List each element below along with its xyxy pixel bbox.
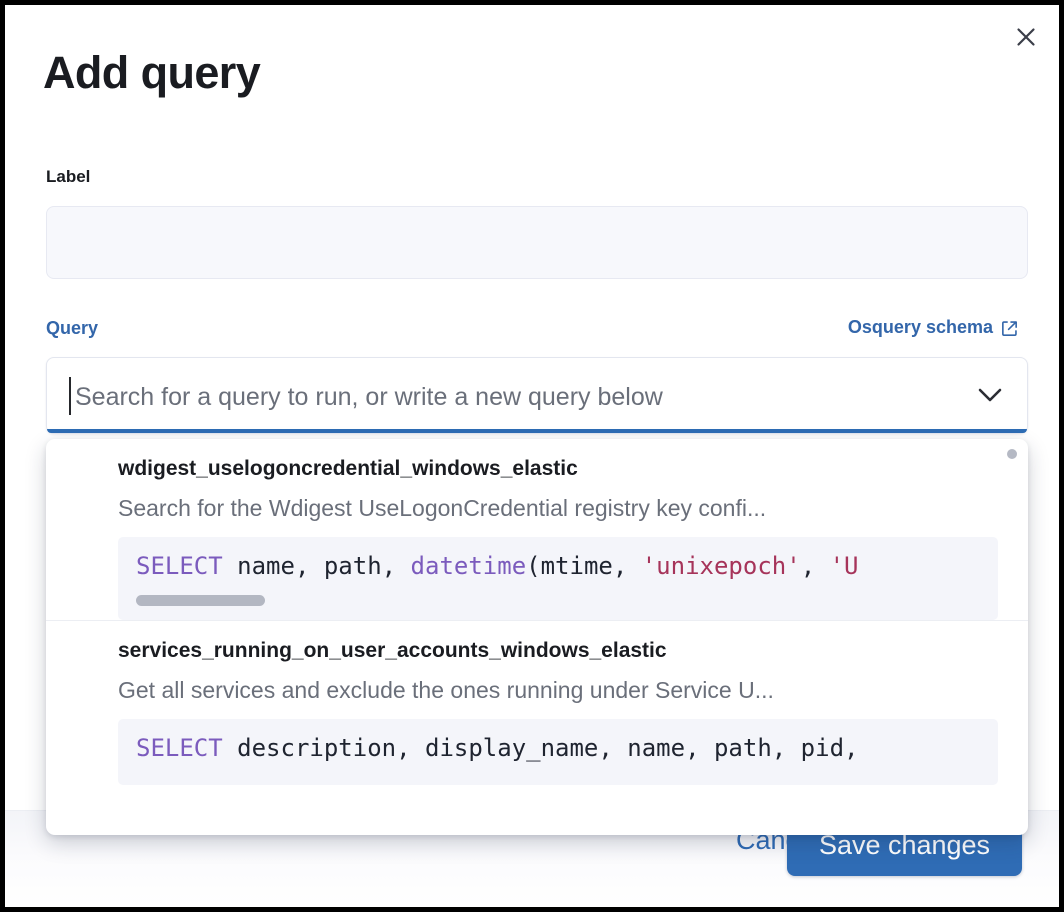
suggestion-title: services_running_on_user_accounts_window… <box>118 639 667 662</box>
dropdown-scrollbar[interactable] <box>1007 449 1017 459</box>
list-item[interactable]: wdigest_uselogoncredential_windows_elast… <box>46 439 1028 620</box>
suggestion-description: Search for the Wdigest UseLogonCredentia… <box>118 495 767 521</box>
focus-underline <box>47 429 1027 433</box>
close-icon[interactable] <box>1006 17 1046 57</box>
suggestion-code-block: SELECT name, path, datetime(mtime, 'unix… <box>118 537 998 620</box>
query-field-label: Query <box>46 318 99 338</box>
page-title: Add query <box>43 47 261 98</box>
query-suggestions-dropdown: wdigest_uselogoncredential_windows_elast… <box>46 439 1028 835</box>
external-link-icon <box>1000 318 1019 338</box>
text-caret <box>69 377 71 415</box>
label-input[interactable] <box>46 206 1028 279</box>
code-horizontal-scrollbar[interactable] <box>136 595 265 606</box>
osquery-schema-link-label: Osquery schema <box>847 317 993 337</box>
list-item[interactable]: services_running_on_user_accounts_window… <box>46 620 1028 785</box>
suggestion-description: Get all services and exclude the ones ru… <box>118 677 774 703</box>
query-search-combobox[interactable]: Search for a query to run, or write a ne… <box>46 357 1028 434</box>
code-line: SELECT description, display_name, name, … <box>136 734 859 762</box>
query-search-placeholder: Search for a query to run, or write a ne… <box>75 383 663 411</box>
label-field-label: Label <box>46 167 91 186</box>
code-line: SELECT name, path, datetime(mtime, 'unix… <box>136 552 859 580</box>
osquery-schema-link[interactable]: Osquery schema <box>848 317 1019 338</box>
chevron-down-icon[interactable] <box>975 384 1005 406</box>
add-query-modal: Add query Label Query Osquery schema Sea… <box>5 5 1059 907</box>
suggestion-code-block: SELECT description, display_name, name, … <box>118 719 998 785</box>
suggestion-title: wdigest_uselogoncredential_windows_elast… <box>118 457 578 480</box>
